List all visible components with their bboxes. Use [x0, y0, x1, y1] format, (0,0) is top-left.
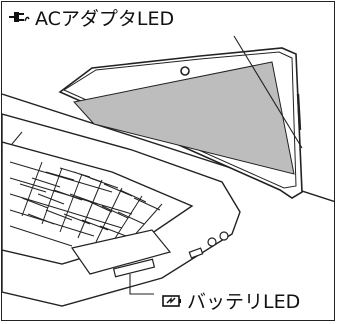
- battery-leader-line: [129, 274, 154, 295]
- battery-led-indicator: [112, 258, 156, 278]
- keyboard-keys: [9, 161, 163, 247]
- touchpad: [71, 229, 172, 275]
- battery-led-label: バッテリLED: [187, 291, 301, 313]
- camera-lens: [180, 66, 190, 76]
- side-buttons: [296, 93, 302, 131]
- ac-adapter-led-callout: ACアダプタLED: [8, 7, 177, 30]
- battery-icon: [162, 293, 182, 312]
- illustration-frame: ACアダプタLED バッテリLED: [1, 1, 335, 321]
- laptop-illustration: [2, 35, 334, 307]
- lid-screen: [73, 61, 295, 175]
- hinge-detail: [11, 131, 23, 145]
- ac-adapter-led-label: ACアダプタLED: [35, 7, 175, 30]
- ac-leader-line: [233, 35, 303, 149]
- ac-plug-icon: [8, 9, 30, 29]
- front-ports: [188, 231, 229, 259]
- battery-led-callout: バッテリLED: [160, 291, 303, 313]
